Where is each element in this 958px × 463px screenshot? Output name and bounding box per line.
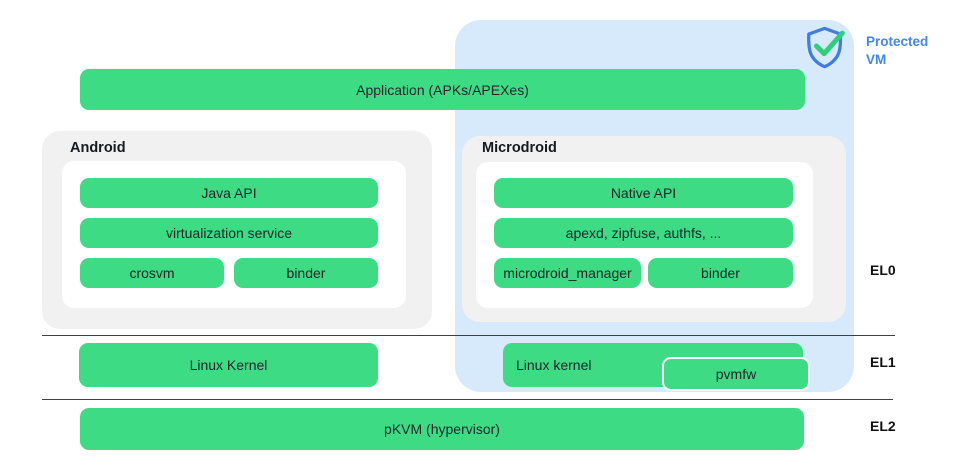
native-api-label: Native API <box>610 185 677 201</box>
shield-check-icon <box>804 25 850 69</box>
pkvm-hypervisor-bar: pKVM (hypervisor) <box>80 408 804 450</box>
apexd-zipfuse-authfs-bar: apexd, zipfuse, authfs, ... <box>494 218 793 248</box>
virtualization-service-bar: virtualization service <box>80 218 378 248</box>
apexd-zipfuse-authfs-label: apexd, zipfuse, authfs, ... <box>565 225 722 241</box>
pkvm-hypervisor-label: pKVM (hypervisor) <box>384 421 500 437</box>
el2-label: EL2 <box>870 418 896 434</box>
protected-vm-label: Protected VM <box>866 34 929 67</box>
microdroid-binder-label: binder <box>701 265 740 281</box>
android-linux-kernel-bar: Linux Kernel <box>79 343 378 387</box>
el1-label: EL1 <box>870 354 896 370</box>
android-group-title: Android <box>70 140 126 156</box>
pvmfw-label: pvmfw <box>715 366 757 382</box>
android-linux-kernel-label: Linux Kernel <box>189 357 268 373</box>
microdroid-manager-bar: microdroid_manager <box>494 258 641 288</box>
android-binder-label: binder <box>286 265 326 281</box>
microdroid-linux-kernel-label: Linux kernel <box>516 357 592 373</box>
el1-el2-divider-line <box>42 399 893 400</box>
crosvm-bar: crosvm <box>80 258 224 288</box>
crosvm-label: crosvm <box>129 265 175 281</box>
virtualization-service-label: virtualization service <box>165 225 293 241</box>
java-api-label: Java API <box>201 185 257 201</box>
el0-el1-divider-line <box>42 335 895 336</box>
java-api-bar: Java API <box>80 178 378 208</box>
microdroid-group-title: Microdroid <box>482 140 557 156</box>
android-binder-bar: binder <box>234 258 378 288</box>
microdroid-binder-bar: binder <box>648 258 793 288</box>
microdroid-manager-label: microdroid_manager <box>503 265 632 281</box>
application-bar: Application (APKs/APEXes) <box>80 69 805 110</box>
pvmfw-bar: pvmfw <box>662 357 810 391</box>
el0-label: EL0 <box>870 262 896 278</box>
native-api-bar: Native API <box>494 178 793 208</box>
application-bar-label: Application (APKs/APEXes) <box>356 81 529 98</box>
